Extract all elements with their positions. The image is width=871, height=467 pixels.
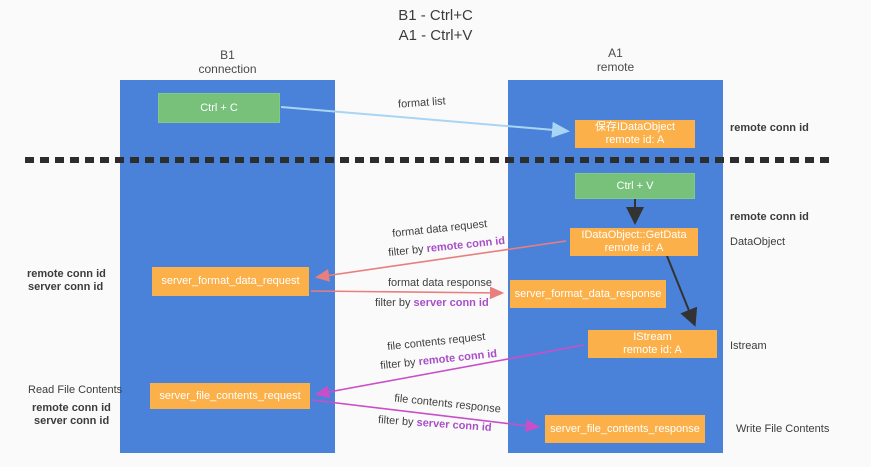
column-b1-role: connection	[198, 62, 257, 76]
node-ctrl-c: Ctrl + C	[158, 93, 280, 123]
diagram-title: B1 - Ctrl+C A1 - Ctrl+V	[0, 6, 871, 46]
arrow-format-data-response	[310, 286, 505, 300]
label-left-remote-conn-id: remote conn id	[27, 268, 106, 280]
label-left-server-conn-id: server conn id	[28, 281, 104, 293]
filter-server-conn-id: server conn id	[416, 416, 492, 434]
label-right-remote-conn-id-top: remote conn id	[730, 122, 809, 134]
filter-remote-conn-id: remote conn id	[425, 234, 506, 256]
node-save-idataobject: 保存IDataObject remote id: A	[575, 120, 695, 148]
filter-server-conn-id: server conn id	[413, 297, 489, 309]
label-format-data-request: format data request	[391, 218, 488, 240]
filter-prefix: filter by	[377, 414, 417, 429]
label-format-list: format list	[397, 95, 447, 111]
node-server-format-data-request: server_format_data_request	[152, 267, 309, 296]
title-line-2: A1 - Ctrl+V	[398, 27, 473, 44]
label-left-bottom-remote-conn-id: remote conn id	[32, 402, 111, 414]
title-line-1: B1 - Ctrl+C	[398, 7, 473, 24]
column-header-a1: A1 remote	[548, 46, 683, 74]
column-a1-role: remote	[596, 60, 635, 74]
node-istream-line2: remote id: A	[623, 344, 682, 356]
node-getdata-line2: remote id: A	[604, 242, 664, 254]
column-header-b1: B1 connection	[160, 48, 295, 76]
filter-prefix: filter by	[387, 243, 428, 260]
column-b1-name: B1	[220, 48, 235, 62]
filter-prefix: filter by	[379, 356, 420, 373]
label-file-contents-response-filter: filter by server conn id	[378, 414, 492, 434]
node-server-file-contents-response: server_file_contents_response	[545, 415, 705, 443]
node-save-idataobject-line1: 保存IDataObject	[594, 121, 676, 133]
filter-prefix: filter by	[375, 297, 414, 309]
label-left-bottom-server-conn-id: server conn id	[34, 415, 110, 427]
node-istream: IStream remote id: A	[588, 330, 717, 358]
filter-remote-conn-id: remote conn id	[417, 347, 498, 369]
node-idataobject-getdata: IDataObject::GetData remote id: A	[570, 228, 698, 256]
label-read-file-contents: Read File Contents	[28, 384, 123, 396]
column-a1-name: A1	[608, 46, 623, 60]
label-istream: Istream	[730, 340, 767, 352]
label-format-data-response-filter: filter by server conn id	[375, 297, 489, 309]
node-save-idataobject-line2: remote id: A	[605, 134, 665, 146]
node-getdata-line1: IDataObject::GetData	[581, 229, 687, 241]
node-server-format-data-response: server_format_data_response	[510, 280, 666, 308]
label-write-file-contents: Write File Contents	[736, 423, 830, 435]
label-format-data-response: format data response	[388, 277, 492, 289]
node-istream-line1: IStream	[633, 331, 672, 343]
node-ctrl-v: Ctrl + V	[575, 173, 695, 199]
label-file-contents-response: file contents response	[393, 392, 502, 416]
node-server-file-contents-request: server_file_contents_request	[150, 383, 310, 409]
label-dataobject: DataObject	[730, 236, 786, 248]
label-right-remote-conn-id-mid: remote conn id	[730, 211, 809, 223]
